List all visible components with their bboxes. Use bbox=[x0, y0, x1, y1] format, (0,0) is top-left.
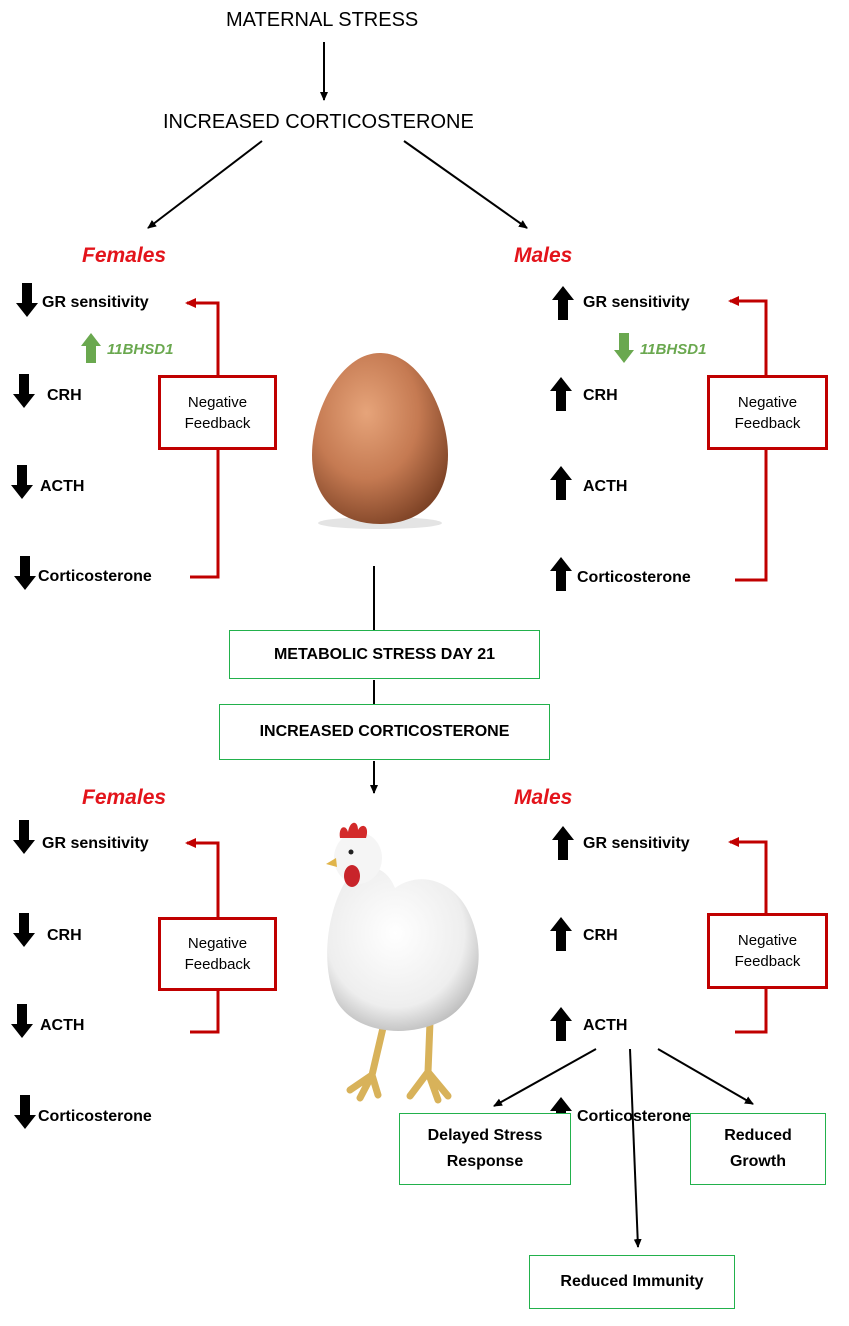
down-arrow-icon bbox=[614, 333, 634, 363]
up-arrow-icon bbox=[550, 917, 572, 951]
maternal-stress-label: MATERNAL STRESS bbox=[226, 9, 418, 32]
down-arrow-icon bbox=[13, 374, 35, 408]
females-egg-crh: CRH bbox=[47, 387, 82, 405]
males-egg-acth: ACTH bbox=[583, 478, 627, 496]
negative-feedback-box-females-chick: Negative Feedback bbox=[158, 917, 277, 991]
up-arrow-icon bbox=[552, 826, 574, 860]
males-chick-crh: CRH bbox=[583, 927, 618, 945]
females-label-chick: Females bbox=[82, 786, 166, 810]
down-arrow-icon bbox=[11, 465, 33, 499]
reduced-growth-box: Reduced Growth bbox=[690, 1113, 826, 1185]
up-arrow-icon bbox=[550, 377, 572, 411]
arrow-to-reduced-immunity bbox=[630, 1049, 638, 1247]
arrow-cort-to-males bbox=[404, 141, 527, 228]
negative-feedback-box-males-chick: Negative Feedback bbox=[707, 913, 828, 989]
down-arrow-icon bbox=[16, 283, 38, 317]
arrow-to-delayed-stress bbox=[494, 1049, 596, 1106]
metabolic-stress-day21-box: METABOLIC STRESS DAY 21 bbox=[229, 630, 540, 679]
down-arrow-icon bbox=[14, 1095, 36, 1129]
males-egg-11bhsd1: 11BHSD1 bbox=[640, 341, 706, 358]
males-egg-gr-sensitivity: GR sensitivity bbox=[583, 294, 690, 312]
down-arrow-icon bbox=[13, 913, 35, 947]
up-arrow-icon bbox=[81, 333, 101, 363]
chicken-illustration bbox=[326, 823, 479, 1100]
up-arrow-icon bbox=[550, 466, 572, 500]
down-arrow-icon bbox=[13, 820, 35, 854]
females-chick-acth: ACTH bbox=[40, 1017, 84, 1035]
females-egg-gr-sensitivity: GR sensitivity bbox=[42, 294, 149, 312]
males-egg-crh: CRH bbox=[583, 387, 618, 405]
down-arrow-icon bbox=[14, 556, 36, 590]
reduced-immunity-box: Reduced Immunity bbox=[529, 1255, 735, 1309]
arrow-to-reduced-growth bbox=[658, 1049, 753, 1104]
males-chick-acth: ACTH bbox=[583, 1017, 627, 1035]
negative-feedback-box-females-egg: Negative Feedback bbox=[158, 375, 277, 450]
up-arrow-icon bbox=[552, 286, 574, 320]
males-chick-corticosterone: Corticosterone bbox=[577, 1108, 691, 1126]
up-arrow-icon bbox=[550, 557, 572, 591]
males-egg-corticosterone: Corticosterone bbox=[577, 569, 691, 587]
females-label-egg: Females bbox=[82, 244, 166, 268]
increased-corticosterone-box: INCREASED CORTICOSTERONE bbox=[219, 704, 550, 760]
males-label-chick: Males bbox=[514, 786, 572, 810]
negative-feedback-box-males-egg: Negative Feedback bbox=[707, 375, 828, 450]
females-egg-11bhsd1: 11BHSD1 bbox=[107, 341, 173, 358]
females-egg-acth: ACTH bbox=[40, 478, 84, 496]
egg-illustration bbox=[312, 353, 448, 529]
females-chick-gr-sensitivity: GR sensitivity bbox=[42, 835, 149, 853]
arrow-cort-to-females bbox=[148, 141, 262, 228]
up-arrow-icon bbox=[550, 1007, 572, 1041]
delayed-stress-response-box: Delayed Stress Response bbox=[399, 1113, 571, 1185]
females-chick-crh: CRH bbox=[47, 927, 82, 945]
females-egg-corticosterone: Corticosterone bbox=[38, 568, 152, 586]
males-label-egg: Males bbox=[514, 244, 572, 268]
males-chick-gr-sensitivity: GR sensitivity bbox=[583, 835, 690, 853]
females-chick-corticosterone: Corticosterone bbox=[38, 1108, 152, 1126]
increased-corticosterone-top-label: INCREASED CORTICOSTERONE bbox=[163, 111, 474, 134]
down-arrow-icon bbox=[11, 1004, 33, 1038]
